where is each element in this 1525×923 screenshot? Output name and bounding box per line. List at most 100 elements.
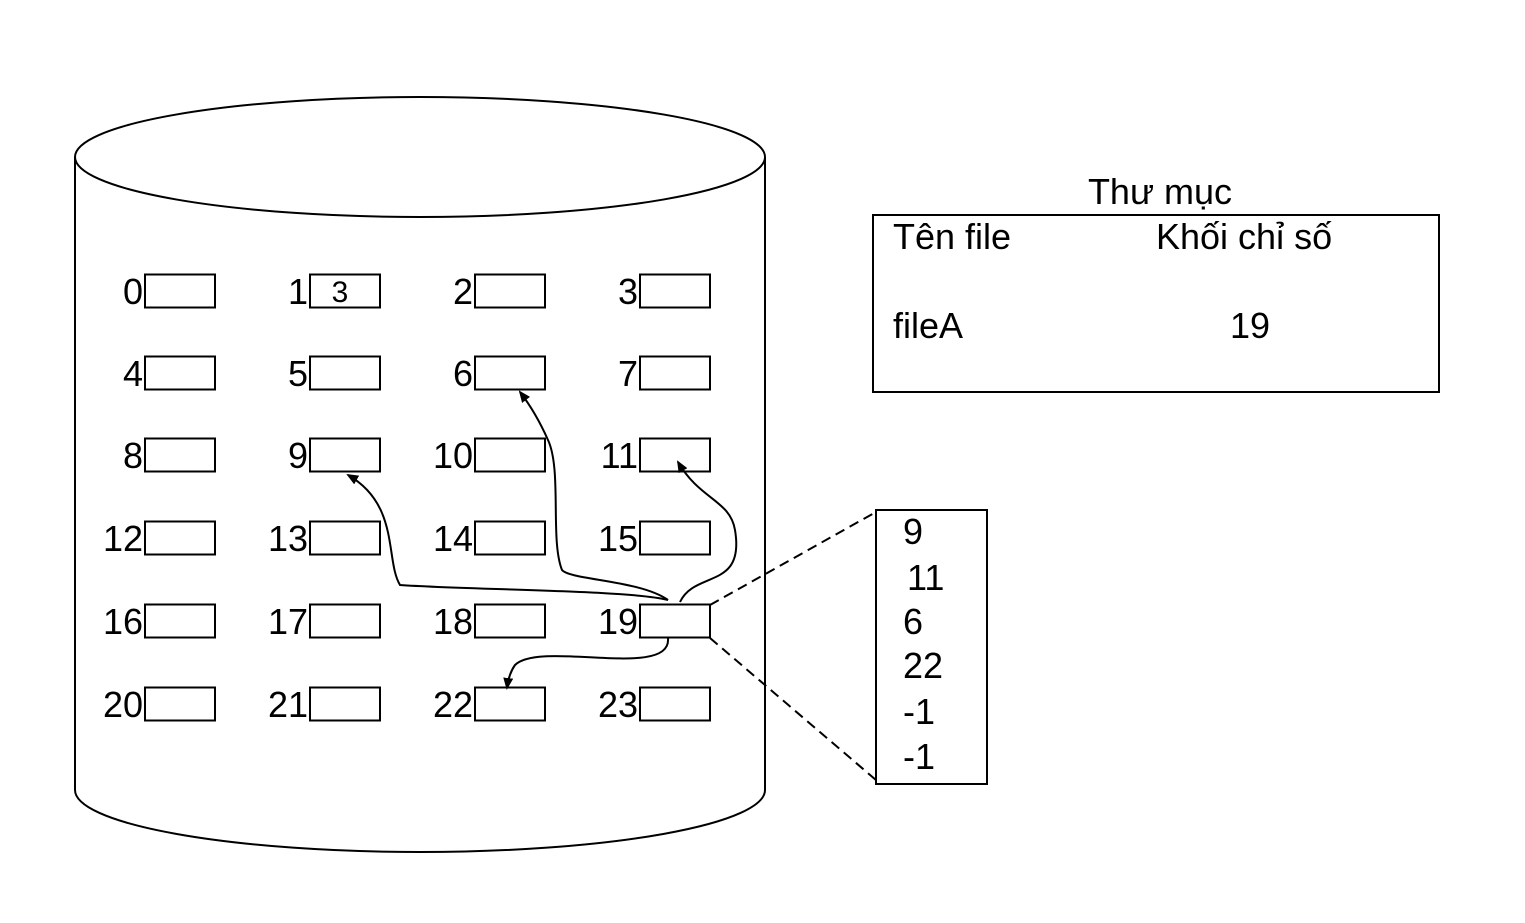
- zoom-lines: [709, 511, 877, 781]
- block-number: 5: [288, 353, 308, 394]
- disk-block: 21: [268, 684, 381, 725]
- block-number: 17: [268, 601, 308, 642]
- block-box: [309, 437, 381, 473]
- disk-block: 23: [598, 684, 711, 725]
- index-entry: 22: [903, 645, 943, 686]
- disk-block: 22: [433, 684, 546, 725]
- index-block-detail: 9 11 6 22 -1 -1: [875, 509, 988, 785]
- block-number: 4: [123, 353, 143, 394]
- disk-block: 14: [433, 518, 546, 559]
- disk-block: 8: [123, 435, 216, 476]
- block-number: 18: [433, 601, 473, 642]
- directory-index-value: 19: [1230, 305, 1270, 346]
- block-box: [639, 520, 711, 556]
- block-box: [474, 603, 546, 639]
- block-box: [309, 355, 381, 391]
- block-number: 20: [103, 684, 143, 725]
- block-number: 2: [453, 271, 473, 312]
- block-box: [639, 603, 711, 639]
- disk-block: 17: [268, 601, 381, 642]
- block-box: [474, 355, 546, 391]
- block-box: [639, 355, 711, 391]
- zoom-line-bottom: [709, 637, 877, 781]
- block-number: 8: [123, 435, 143, 476]
- block-number: 16: [103, 601, 143, 642]
- block-number: 15: [598, 518, 638, 559]
- disk-block: 4: [123, 353, 216, 394]
- directory-table: Thư mục Tên file Khối chỉ số fileA 19: [872, 171, 1440, 393]
- block-number: 9: [288, 435, 308, 476]
- index-entry: 11: [907, 557, 944, 598]
- disk-block: 2: [453, 271, 546, 312]
- block-box: [474, 273, 546, 309]
- disk-block: 5: [288, 353, 381, 394]
- disk-block: 11: [601, 435, 711, 476]
- disk-block: 10: [433, 435, 546, 476]
- disk-block: 12: [103, 518, 216, 559]
- index-entry: -1: [903, 736, 935, 777]
- block-number: 0: [123, 271, 143, 312]
- block-box: [144, 520, 216, 556]
- directory-file-name: fileA: [893, 305, 963, 346]
- block-box: [639, 273, 711, 309]
- block-box: [144, 686, 216, 722]
- disk-block: 9: [288, 435, 381, 476]
- block-box: [309, 273, 381, 309]
- block-box: [309, 520, 381, 556]
- block-number: 21: [268, 684, 308, 725]
- directory-header-indexblock: Khối chỉ số: [1156, 216, 1332, 257]
- block-box: [144, 437, 216, 473]
- block-number: 11: [601, 435, 638, 476]
- block-box: [474, 437, 546, 473]
- block-number: 12: [103, 518, 143, 559]
- block-box: [474, 686, 546, 722]
- block-box: [309, 686, 381, 722]
- disk-block: 20: [103, 684, 216, 725]
- directory-header-filename: Tên file: [893, 216, 1011, 257]
- disk-block: 18: [433, 601, 546, 642]
- block-number: 13: [268, 518, 308, 559]
- index-entry: -1: [903, 691, 935, 732]
- disk-block: 15: [598, 518, 711, 559]
- index-block-box: [875, 509, 988, 785]
- disk-body: [74, 157, 766, 853]
- disk-block: 6: [453, 353, 546, 394]
- pointer-to-block-22: [503, 637, 670, 690]
- block-number: 1: [288, 271, 308, 312]
- pointer-to-block-9: [346, 473, 669, 601]
- block-number: 14: [433, 518, 473, 559]
- block-box: [639, 437, 711, 473]
- block-box: [144, 603, 216, 639]
- block-box: [144, 355, 216, 391]
- disk-block: 7: [618, 353, 711, 394]
- disk-block: 3: [618, 271, 711, 312]
- disk-block: 19: [598, 601, 711, 642]
- pointer-to-block-6: [518, 390, 669, 601]
- index-pointers: [346, 390, 738, 690]
- directory-box: [872, 214, 1440, 393]
- block-number: 23: [598, 684, 638, 725]
- block-number: 7: [618, 353, 638, 394]
- disk-block: 0: [123, 271, 216, 312]
- block-box: [639, 686, 711, 722]
- disk-cylinder: [74, 96, 766, 853]
- block-box: [144, 273, 216, 309]
- block-number: 6: [453, 353, 473, 394]
- block-box: [309, 603, 381, 639]
- block-number: 19: [598, 601, 638, 642]
- pointer-to-block-11: [676, 460, 738, 603]
- disk-block: 16: [103, 601, 216, 642]
- block-number: 3: [618, 271, 638, 312]
- block-box: [474, 520, 546, 556]
- directory-title: Thư mục: [1088, 171, 1232, 212]
- disk-top: [74, 96, 766, 218]
- disk-block: 13: [268, 518, 381, 559]
- block-value: 3: [332, 276, 349, 309]
- block-number: 10: [433, 435, 473, 476]
- index-entry: 6: [903, 601, 923, 642]
- index-entry: 9: [903, 511, 923, 552]
- block-number: 22: [433, 684, 473, 725]
